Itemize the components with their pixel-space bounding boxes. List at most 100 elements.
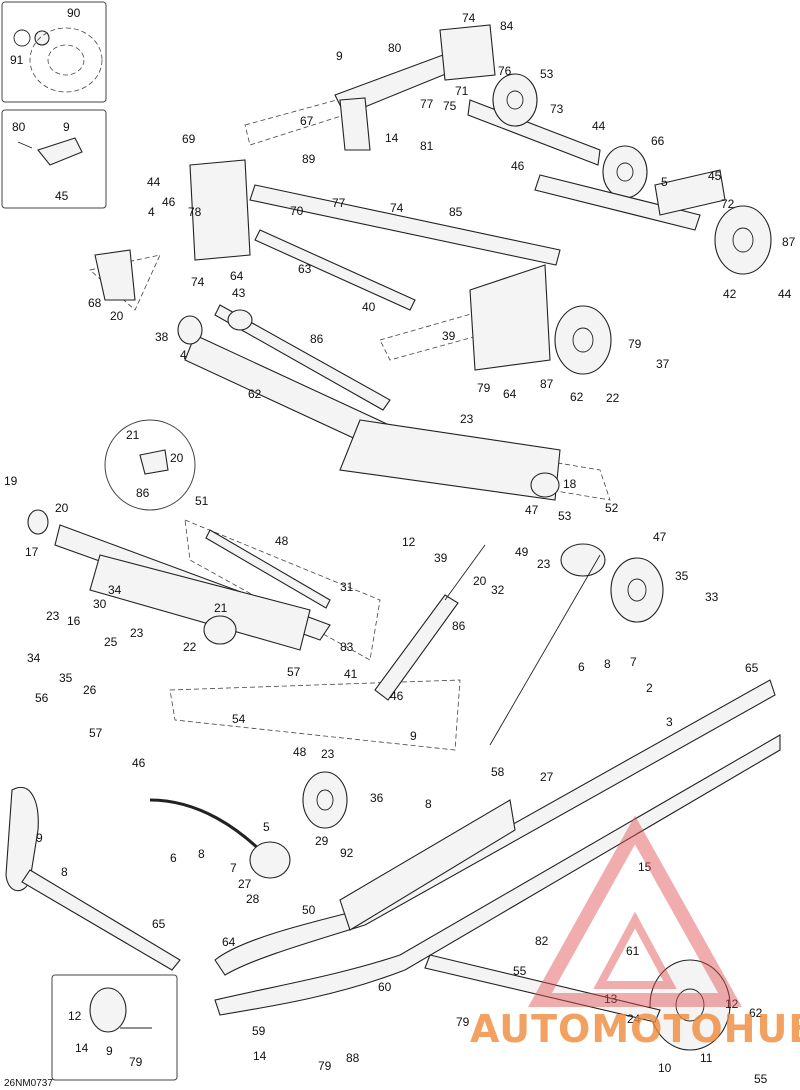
callout-label: 61 xyxy=(626,944,640,958)
callout-label: 46 xyxy=(162,195,176,209)
callout-label: 76 xyxy=(498,64,512,78)
callout-label: 74 xyxy=(191,275,205,289)
callout-label: 65 xyxy=(745,661,759,675)
callout-label: 4 xyxy=(180,348,187,362)
callout-label: 70 xyxy=(290,204,304,218)
callout-label: 34 xyxy=(108,583,122,597)
callout-label: 73 xyxy=(550,102,564,116)
callout-label: 9 xyxy=(36,831,43,845)
callout-label: 67 xyxy=(300,114,314,128)
watermark-logo xyxy=(528,815,742,1007)
callout-label: 4 xyxy=(148,205,155,219)
callout-label: 23 xyxy=(46,609,60,623)
callout-label: 91 xyxy=(10,53,24,67)
callout-label: 68 xyxy=(88,296,102,310)
callout-label: 86 xyxy=(310,332,324,346)
callout-label: 74 xyxy=(462,11,476,25)
callout-label: 20 xyxy=(170,451,184,465)
callout-label: 9 xyxy=(106,1044,113,1058)
callout-label: 46 xyxy=(390,689,404,703)
callout-label: 81 xyxy=(420,139,434,153)
callout-label: 7 xyxy=(630,655,637,669)
callout-label: 82 xyxy=(535,934,549,948)
callout-label: 17 xyxy=(25,545,39,559)
callout-label: 37 xyxy=(656,357,670,371)
callout-label: 8 xyxy=(604,657,611,671)
callout-label: 49 xyxy=(515,545,529,559)
callout-label: 27 xyxy=(540,770,554,784)
callout-label: 6 xyxy=(578,660,585,674)
callout-label: 44 xyxy=(592,119,606,133)
callout-label: 48 xyxy=(293,745,307,759)
callout-label: 10 xyxy=(658,1061,672,1075)
callout-label: 87 xyxy=(782,235,796,249)
callout-label: 23 xyxy=(130,626,144,640)
callout-label: 26 xyxy=(83,683,97,697)
callout-label: 62 xyxy=(248,387,262,401)
callout-label: 2 xyxy=(646,681,653,695)
callout-label: 24 xyxy=(627,1012,641,1026)
callout-label: 80 xyxy=(12,120,26,134)
callout-label: 20 xyxy=(110,309,124,323)
shock-absorber xyxy=(374,544,486,701)
callout-label: 57 xyxy=(89,726,103,740)
callout-label: 5 xyxy=(263,820,270,834)
callout-label: 55 xyxy=(754,1072,768,1086)
callout-label: 89 xyxy=(302,152,316,166)
callout-label: 59 xyxy=(252,1024,266,1038)
callout-label: 79 xyxy=(477,381,491,395)
callout-label: 57 xyxy=(287,665,301,679)
callout-label: 6 xyxy=(170,851,177,865)
callout-label: 48 xyxy=(275,534,289,548)
upper-rear-axle-assembly xyxy=(94,24,772,375)
callout-label: 64 xyxy=(230,269,244,283)
callout-label: 66 xyxy=(651,134,665,148)
callout-label: 45 xyxy=(708,169,722,183)
callout-label: 86 xyxy=(136,486,150,500)
callout-label: 8 xyxy=(61,865,68,879)
callout-label: 62 xyxy=(570,390,584,404)
callout-label: 21 xyxy=(126,428,140,442)
callout-label: 45 xyxy=(55,189,69,203)
callout-label: 50 xyxy=(302,903,316,917)
callout-label: 79 xyxy=(456,1015,470,1029)
callout-label: 36 xyxy=(370,791,384,805)
callout-label: 83 xyxy=(340,640,354,654)
callout-label: 78 xyxy=(188,205,202,219)
callout-label: 18 xyxy=(563,477,577,491)
callout-label: 39 xyxy=(434,551,448,565)
callout-label: 9 xyxy=(63,120,70,134)
callout-label: 64 xyxy=(222,935,236,949)
callout-label: 62 xyxy=(749,1006,763,1020)
callout-label: 69 xyxy=(182,132,196,146)
callout-label: 22 xyxy=(183,640,197,654)
callout-label: 53 xyxy=(540,67,554,81)
callout-label: 12 xyxy=(725,997,739,1011)
callout-label: 44 xyxy=(147,175,161,189)
callout-label: 8 xyxy=(425,797,432,811)
callout-label: 46 xyxy=(132,756,146,770)
callout-label: 53 xyxy=(558,509,572,523)
callout-label: 38 xyxy=(155,330,169,344)
callout-label: 85 xyxy=(449,205,463,219)
callout-label: 11 xyxy=(700,1051,713,1065)
callout-label: 90 xyxy=(67,6,81,20)
callout-label: 19 xyxy=(4,474,18,488)
callout-label: 12 xyxy=(402,535,416,549)
callout-label: 54 xyxy=(232,712,246,726)
callout-label: 58 xyxy=(491,765,505,779)
rear-arm-assembly xyxy=(27,509,331,651)
callout-label: 15 xyxy=(638,860,652,874)
callout-label: 23 xyxy=(321,747,335,761)
callout-label: 3 xyxy=(666,715,673,729)
callout-label: 47 xyxy=(525,503,539,517)
callout-label: 56 xyxy=(35,691,49,705)
callout-label: 79 xyxy=(129,1055,143,1069)
front-spring xyxy=(149,798,291,879)
callout-label: 40 xyxy=(362,300,376,314)
front-arm-assembly xyxy=(177,304,561,501)
callout-label: 14 xyxy=(75,1041,89,1055)
callout-label: 80 xyxy=(388,41,402,55)
callout-label: 34 xyxy=(27,651,41,665)
